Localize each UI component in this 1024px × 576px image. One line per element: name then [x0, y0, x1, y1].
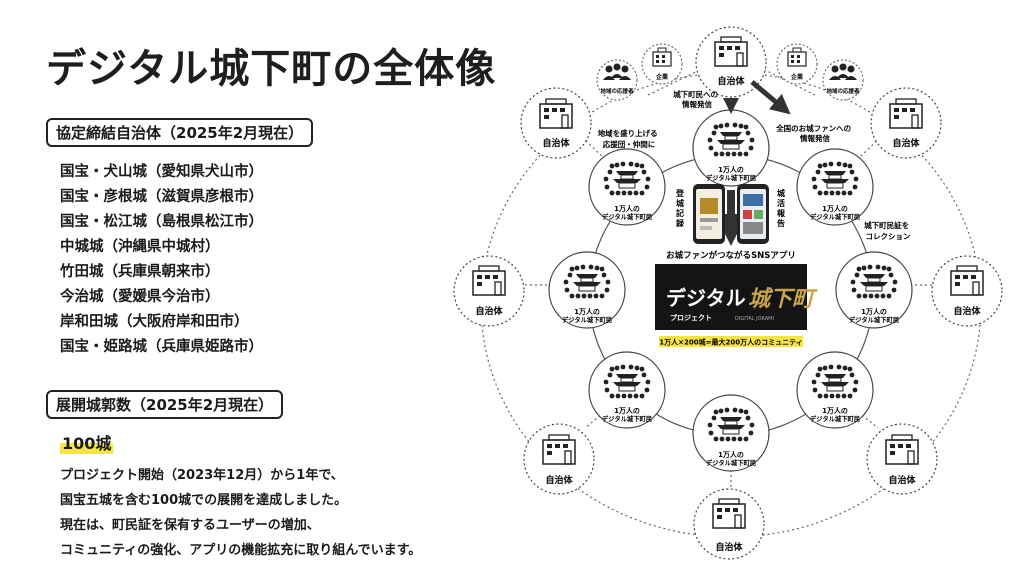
list-item: 国宝・犬山城（愛知県犬山市） [60, 164, 263, 180]
svg-text:1万人の: 1万人の [718, 165, 744, 174]
deployment-description: プロジェクト開始（2023年12月）から1年で、 国宝五城を含む100城での展開… [60, 463, 421, 563]
supporter-left: 地域の応援者 [596, 59, 638, 101]
svg-text:企業: 企業 [655, 73, 669, 81]
page-title: デジタル城下町の全体像 [46, 46, 497, 92]
svg-text:1万人の: 1万人の [574, 307, 600, 316]
municipality-label: 自治体 [715, 541, 743, 553]
municipality-label: 自治体 [545, 474, 573, 486]
municipality-lower-right: 自治体 [866, 423, 938, 495]
list-item: 国宝・松江城（島根県松江市） [60, 214, 263, 230]
list-item: 国宝・彦根城（滋賀県彦根市） [60, 189, 263, 205]
svg-text:デジタル城下町民: デジタル城下町民 [562, 315, 612, 324]
note-fans: 全国のお城ファンへの 情報発信 [775, 123, 854, 143]
description-line: コミュニティの強化、アプリの機能拡充に取り組んでいます。 [60, 543, 422, 558]
list-item: 国宝・姫路城（兵庫県姫路市） [60, 339, 263, 355]
description-line: プロジェクト開始（2023年12月）から1年で、 [60, 468, 344, 483]
note-cheer: 地域を盛り上げる 応援団・仲間に [598, 128, 661, 149]
list-item: 竹田城（兵庫県朝来市） [60, 264, 220, 280]
svg-text:1万人の: 1万人の [861, 307, 887, 316]
community-left: 1万人の デジタル城下町民 [548, 251, 626, 329]
project-logo: デジタル 城下町 プロジェクト DIGITAL JOKAMI [655, 264, 818, 330]
municipality-label: 自治体 [717, 75, 745, 87]
municipality-lower-left: 自治体 [523, 423, 595, 495]
svg-text:地域の応援者: 地域の応援者 [826, 87, 860, 95]
community-top: 1万人の デジタル城下町民 [692, 109, 770, 187]
municipality-left: 自治体 [453, 255, 525, 327]
phone-left [693, 184, 725, 244]
municipality-right: 自治体 [931, 255, 1003, 327]
svg-text:デジタル城下町民: デジタル城下町民 [810, 212, 860, 221]
svg-text:デジタル城下町民: デジタル城下町民 [849, 315, 899, 324]
municipality-upper-right: 自治体 [870, 87, 942, 159]
community-lower-left: 1万人の デジタル城下町民 [588, 351, 666, 429]
company-left: 企業 [641, 43, 683, 85]
svg-text:1万人の: 1万人の [822, 406, 848, 415]
community-bottom: 1万人の デジタル城下町民 [692, 394, 770, 472]
svg-text:デジタル城下町民: デジタル城下町民 [706, 173, 756, 182]
municipality-label: 自治体 [888, 474, 916, 486]
arrow-to-fans [750, 80, 791, 115]
svg-text:デジタル城下町民: デジタル城下町民 [706, 458, 756, 467]
partners-heading: 協定締結自治体（2025年2月現在） [46, 118, 314, 147]
svg-text:DIGITAL JOKAMI: DIGITAL JOKAMI [735, 316, 774, 322]
note-residents: 城下町民への 情報発信 [673, 89, 721, 109]
svg-text:プロジェクト: プロジェクト [670, 313, 712, 322]
municipality-label: 自治体 [953, 305, 981, 317]
app-caption: お城ファンがつながるSNSアプリ [666, 250, 796, 261]
svg-text:デジタル: デジタル [666, 286, 746, 310]
company-right: 企業 [776, 43, 818, 85]
svg-text:企業: 企業 [790, 73, 804, 81]
municipality-label: 自治体 [475, 305, 503, 317]
municipality-upper-left: 自治体 [520, 87, 592, 159]
deployment-heading: 展開城郭数（2025年2月現在） [46, 390, 284, 419]
svg-text:1万人の: 1万人の [822, 204, 848, 213]
svg-text:デジタル城下町民: デジタル城下町民 [602, 212, 652, 221]
supporter-right: 地域の応援者 [822, 59, 864, 101]
svg-text:デジタル城下町民: デジタル城下町民 [810, 414, 860, 423]
municipality-label: 自治体 [892, 137, 920, 149]
scale-caption: 1万人×200城=最大200万人のコミュニティ [659, 338, 802, 347]
community-upper-right: 1万人の デジタル城下町民 [796, 148, 874, 226]
note-castle-card: 城下町民証を コレクション [864, 220, 912, 241]
description-line: 国宝五城を含む100城での展開を達成しました。 [60, 493, 348, 508]
list-item: 中城城（沖縄県中城村） [60, 239, 220, 255]
svg-text:デジタル城下町民: デジタル城下町民 [602, 414, 652, 423]
note-visit-log: 登城記録 [675, 188, 685, 228]
svg-text:1万人の: 1万人の [718, 450, 744, 459]
community-right: 1万人の デジタル城下町民 [835, 251, 913, 329]
municipality-label: 自治体 [542, 137, 570, 149]
note-castle-report: 城活報告 [777, 188, 786, 228]
municipality-bottom: 自治体 [693, 488, 765, 560]
list-item: 今治城（愛媛県今治市） [60, 289, 220, 305]
community-upper-left: 1万人の デジタル城下町民 [588, 148, 666, 226]
phone-right [737, 184, 769, 244]
svg-text:地域の応援者: 地域の応援者 [600, 87, 634, 95]
scale-highlight [659, 336, 803, 347]
svg-text:1万人の: 1万人の [614, 406, 640, 415]
svg-text:1万人の: 1万人の [614, 204, 640, 213]
svg-text:城下町: 城下町 [748, 287, 818, 312]
castle-count: 100城 [60, 430, 114, 454]
community-lower-right: 1万人の デジタル城下町民 [796, 351, 874, 429]
partner-castle-list: 国宝・犬山城（愛知県犬山市） 国宝・彦根城（滋賀県彦根市） 国宝・松江城（島根県… [60, 160, 263, 360]
municipality-top: 自治体 [695, 26, 767, 98]
list-item: 岸和田城（大阪府岸和田市） [60, 314, 249, 330]
description-line: 現在は、町民証を保有するユーザーの増加、 [60, 518, 320, 533]
